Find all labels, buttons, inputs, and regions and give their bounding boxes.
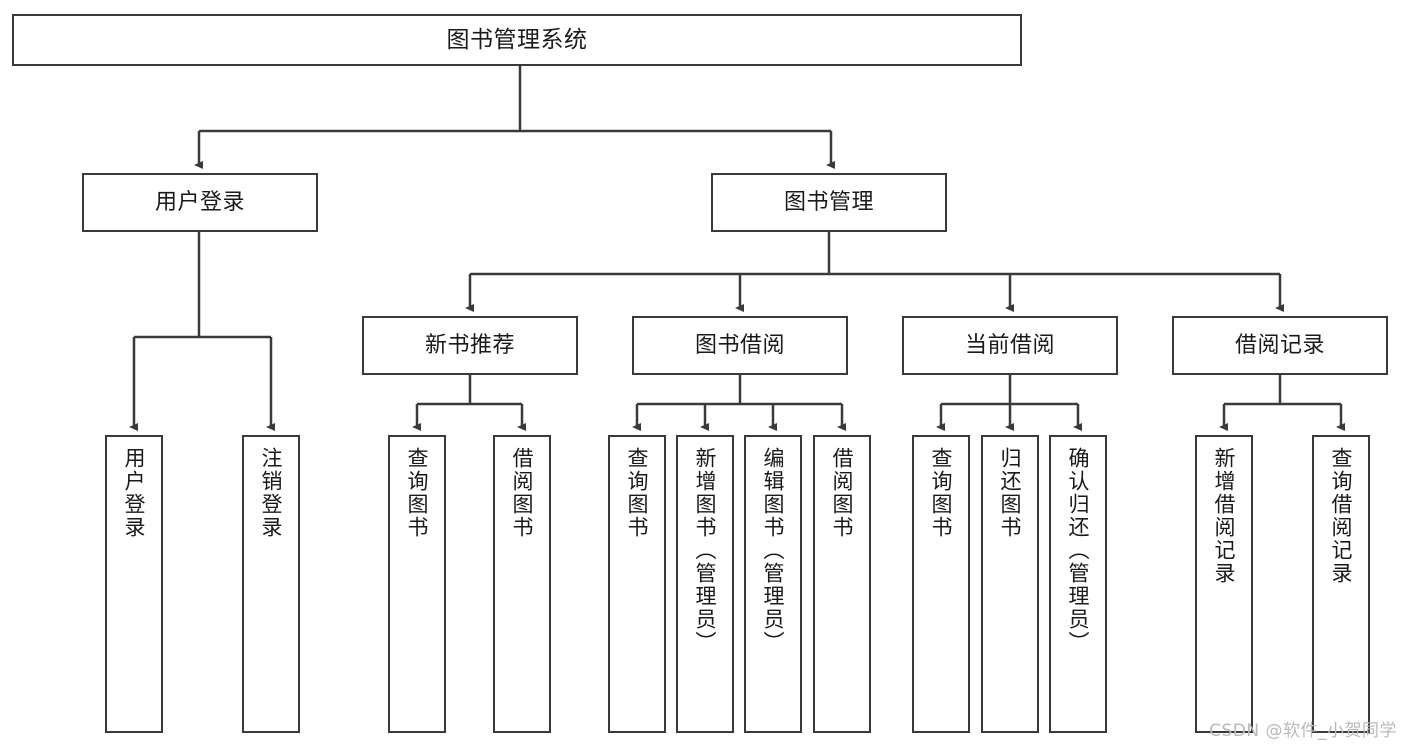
node-label: 借阅记录 xyxy=(1234,332,1325,358)
csdn-watermark: CSDN @软件_小贺同学 xyxy=(1209,721,1397,741)
node-label: 图书管理系统 xyxy=(446,26,588,53)
node-label: 新增借阅记录 xyxy=(1212,447,1237,585)
node-label: 当前借阅 xyxy=(964,332,1055,358)
node-root-system[interactable]: 图书管理系统 xyxy=(12,14,1022,66)
leaf-borrow-edit-book[interactable]: 编辑图书（管理员） xyxy=(744,435,802,733)
node-label: 编辑图书（管理员） xyxy=(761,447,786,654)
leaf-current-return-book[interactable]: 归还图书 xyxy=(981,435,1039,733)
node-label: 查询图书 xyxy=(929,447,954,539)
node-book-borrow[interactable]: 图书借阅 xyxy=(632,316,848,375)
node-label: 用户登录 xyxy=(154,189,245,215)
node-borrow-record[interactable]: 借阅记录 xyxy=(1172,316,1388,375)
leaf-current-query-book[interactable]: 查询图书 xyxy=(912,435,970,733)
node-user-login[interactable]: 用户登录 xyxy=(82,173,318,232)
leaf-new-book-borrow[interactable]: 借阅图书 xyxy=(493,435,551,733)
node-label: 图书借阅 xyxy=(694,332,785,358)
node-label: 图书管理 xyxy=(783,189,874,215)
node-label: 查询图书 xyxy=(625,447,650,539)
node-book-management[interactable]: 图书管理 xyxy=(711,173,947,232)
node-label: 借阅图书 xyxy=(830,447,855,539)
node-label: 用户登录 xyxy=(122,447,147,539)
node-new-book-recommend[interactable]: 新书推荐 xyxy=(362,316,578,375)
leaf-borrow-borrow-book[interactable]: 借阅图书 xyxy=(813,435,871,733)
leaf-borrow-add-book[interactable]: 新增图书（管理员） xyxy=(676,435,734,733)
leaf-user-login-logout[interactable]: 注销登录 xyxy=(242,435,300,733)
node-label: 确认归还（管理员） xyxy=(1066,447,1091,654)
leaf-user-login-login[interactable]: 用户登录 xyxy=(105,435,163,733)
node-label: 查询借阅记录 xyxy=(1329,447,1354,585)
node-label: 借阅图书 xyxy=(510,447,535,539)
node-label: 新增图书（管理员） xyxy=(693,447,718,654)
node-label: 查询图书 xyxy=(405,447,430,539)
node-label: 新书推荐 xyxy=(424,332,515,358)
leaf-borrow-query-book[interactable]: 查询图书 xyxy=(608,435,666,733)
leaf-record-add[interactable]: 新增借阅记录 xyxy=(1195,435,1253,733)
leaf-current-confirm-return[interactable]: 确认归还（管理员） xyxy=(1049,435,1107,733)
leaf-new-book-query[interactable]: 查询图书 xyxy=(388,435,446,733)
leaf-record-query[interactable]: 查询借阅记录 xyxy=(1312,435,1370,733)
node-label: 归还图书 xyxy=(998,447,1023,539)
node-current-borrow[interactable]: 当前借阅 xyxy=(902,316,1118,375)
node-label: 注销登录 xyxy=(259,447,284,539)
